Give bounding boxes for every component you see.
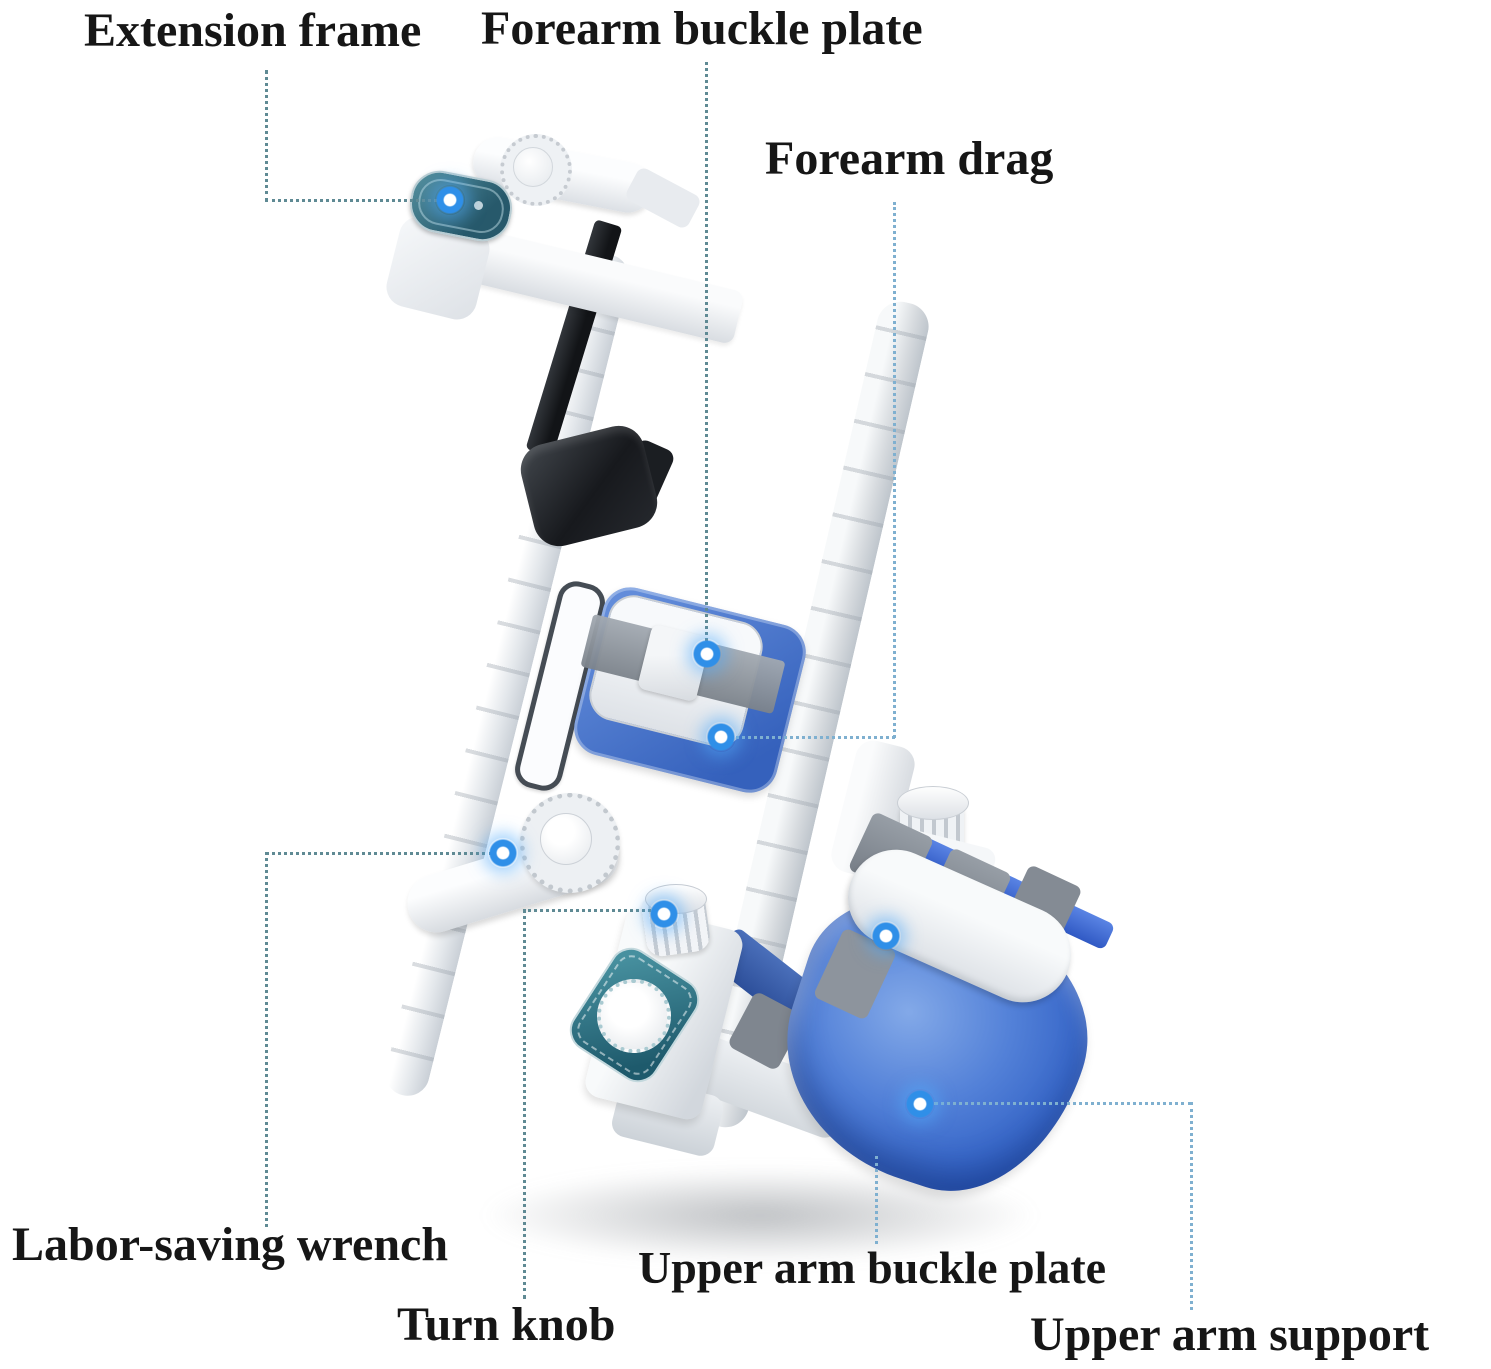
wrench-dial-center: [540, 813, 592, 865]
marker-dot-extension-frame: [435, 185, 465, 215]
leader-extension-frame-h: [265, 199, 437, 202]
lever-knob-center: [513, 147, 553, 187]
leader-extension-frame-v: [265, 70, 268, 202]
lever-knob: [500, 134, 572, 206]
leader-turn-knob-v: [523, 909, 526, 1299]
marker-dot-forearm-buckle-plate: [692, 639, 722, 669]
label-turn-knob: Turn knob: [397, 1298, 616, 1351]
marker-dot-labor-saving-wrench: [488, 838, 518, 868]
leader-upper-arm-support-h: [934, 1102, 1192, 1105]
marker-dot-upper-arm-buckle-plate: [871, 921, 901, 951]
label-forearm-buckle-plate: Forearm buckle plate: [481, 2, 923, 55]
label-upper-arm-support: Upper arm support: [1030, 1308, 1430, 1361]
leader-upper-arm-support-v: [1190, 1102, 1193, 1310]
leader-forearm-drag-h: [730, 736, 895, 739]
leader-labor-saving-wrench-h: [265, 852, 493, 855]
marker-dot-turn-knob: [649, 899, 679, 929]
label-labor-saving-wrench: Labor-saving wrench: [12, 1218, 449, 1271]
leader-labor-saving-wrench-v: [265, 852, 268, 1227]
leader-turn-knob-h: [523, 909, 651, 912]
label-upper-arm-buckle-plate: Upper arm buckle plate: [638, 1242, 1107, 1293]
upper-arm-adjust-knob-cap: [897, 786, 969, 820]
wrench-dial: [520, 793, 620, 893]
label-extension-frame: Extension frame: [84, 4, 422, 57]
elbow-dial: [597, 979, 671, 1053]
leader-upper-arm-buckle-plate-v: [875, 1156, 878, 1244]
leader-forearm-drag-v: [893, 202, 896, 738]
tension-dial-pin: [474, 201, 483, 210]
extension-lever-tail: [623, 165, 703, 231]
label-forearm-drag: Forearm drag: [765, 132, 1054, 185]
marker-dot-forearm-drag: [706, 722, 736, 752]
leader-forearm-buckle-plate-v: [705, 62, 708, 647]
marker-dot-upper-arm-support: [905, 1089, 935, 1119]
